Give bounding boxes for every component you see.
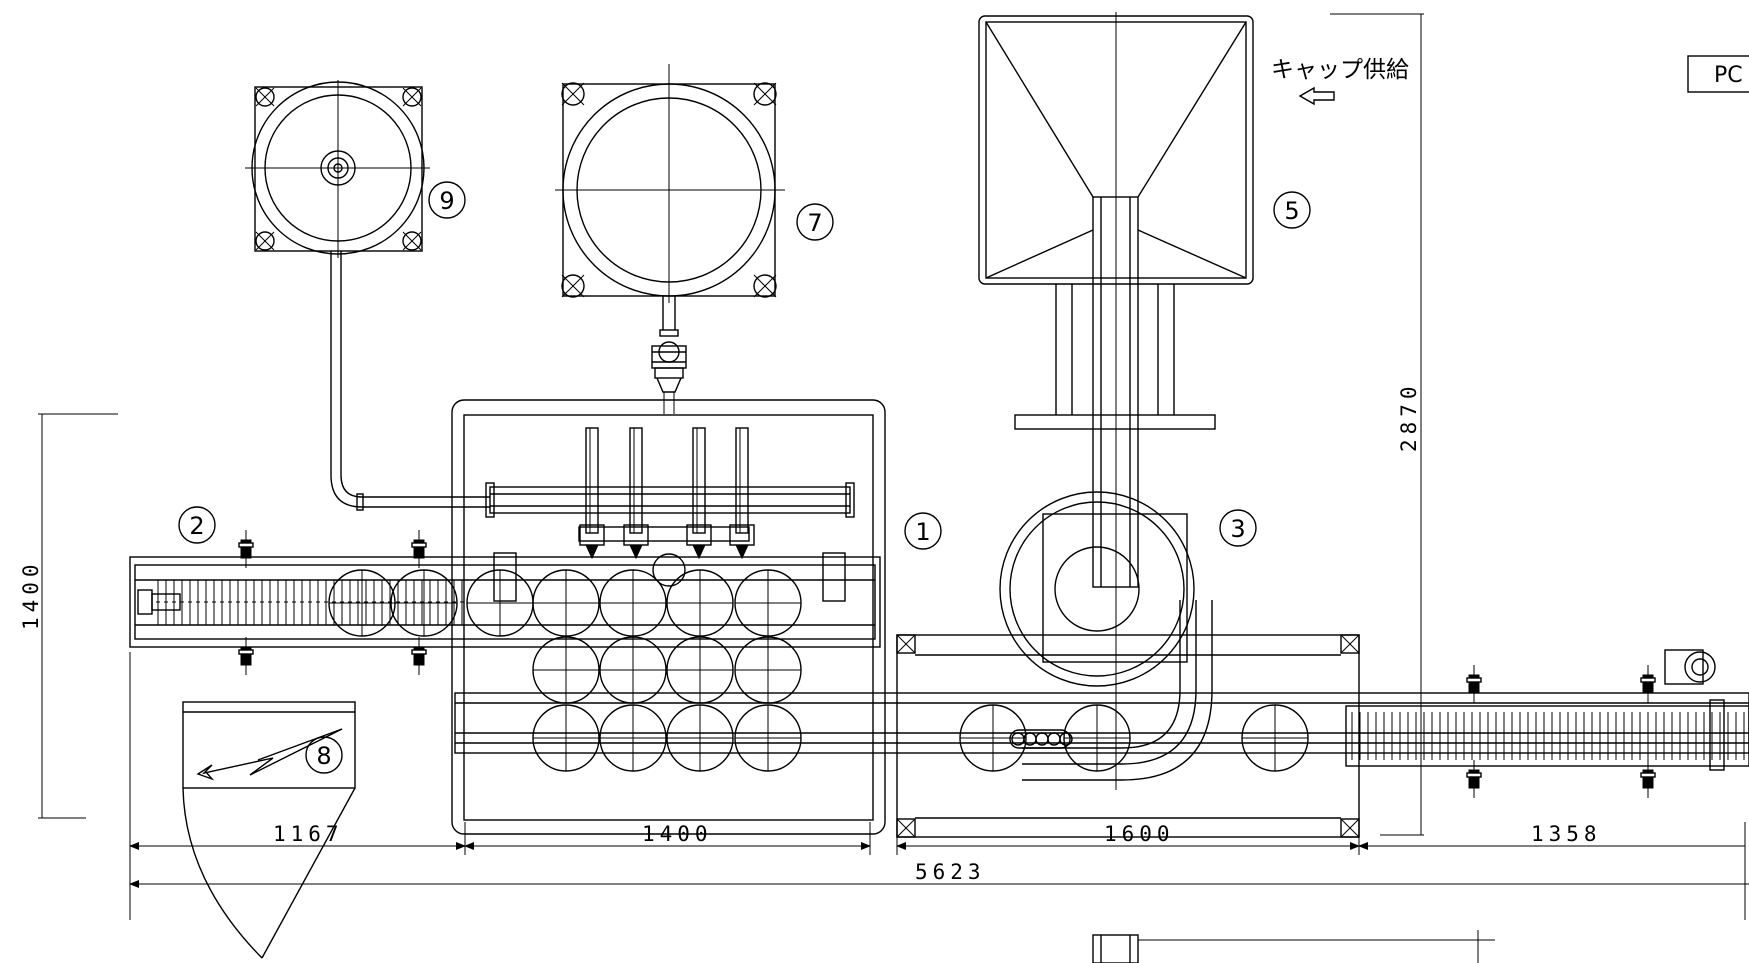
dim-overall-depth: 1400 [19, 559, 43, 630]
filler-1 [451, 399, 886, 835]
conveyor-brackets [238, 530, 1656, 798]
filling-nozzle [735, 427, 749, 534]
filling-nozzle [585, 427, 599, 534]
dimension-lines [38, 13, 1749, 920]
corner-bolt [753, 82, 777, 106]
dim-height: 2870 [1397, 381, 1421, 452]
marker-1-label: 1 [915, 518, 930, 546]
cap-supply-label: キャップ供給 [1271, 57, 1409, 83]
dim-left-section: 1167 [273, 822, 344, 846]
marker-3-label: 3 [1230, 515, 1245, 543]
filling-nozzle [629, 427, 643, 534]
unit-code-label: PC [1714, 63, 1743, 88]
marker-1: 1 [904, 512, 942, 550]
marker-8: 8 [305, 736, 343, 774]
marker-9-label: 9 [439, 187, 454, 215]
lower-partial-part [1092, 930, 1495, 963]
dim-right-section: 1358 [1531, 822, 1602, 846]
marker-7: 7 [796, 203, 834, 241]
infeed-conveyor-2 [129, 556, 881, 648]
unit-code-box [1687, 55, 1749, 93]
center-nozzle [652, 553, 686, 587]
corner-bolt [402, 231, 422, 251]
control-panel-8 [182, 701, 356, 959]
corner-bolt [255, 87, 275, 107]
cap-hopper-5 [978, 12, 1254, 790]
dim-overall-length: 5623 [915, 860, 986, 884]
marker-7-label: 7 [807, 209, 822, 237]
dim-capper-section: 1600 [1104, 822, 1175, 846]
corner-bolt [255, 231, 275, 251]
dim-filler-section: 1400 [642, 822, 713, 846]
bottles [328, 569, 1309, 772]
corner-bolt [402, 87, 422, 107]
marker-5: 5 [1273, 191, 1311, 229]
marker-2: 2 [178, 506, 216, 544]
capper-3 [999, 491, 1213, 781]
marker-5-label: 5 [1284, 197, 1299, 225]
tank-7 [555, 64, 785, 414]
corner-bolt [561, 82, 585, 106]
marker-2-label: 2 [189, 512, 204, 540]
tank-9 [245, 80, 490, 511]
corner-bolt [561, 274, 585, 298]
marker-8-label: 8 [316, 742, 331, 770]
filling-nozzle [692, 427, 706, 534]
marker-9: 9 [428, 181, 466, 219]
main-conveyor [454, 634, 1749, 838]
marker-3: 3 [1219, 509, 1257, 547]
corner-bolt [753, 274, 777, 298]
cap-supply-arrow-icon [1298, 86, 1335, 106]
